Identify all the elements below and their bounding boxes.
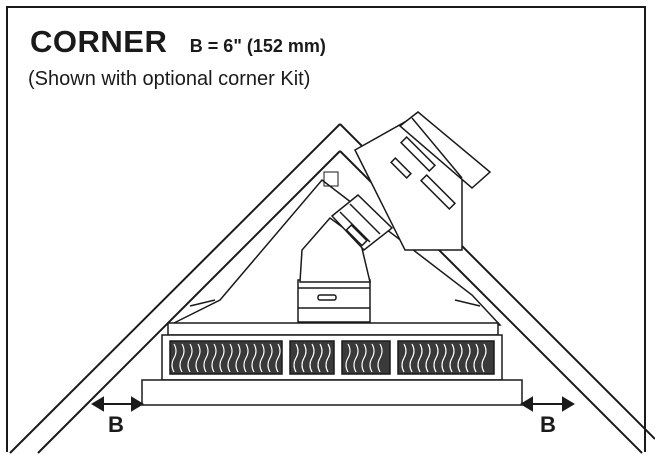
vent-pipe <box>297 193 394 323</box>
arrow-left-a <box>91 396 104 412</box>
arrow-right-b <box>562 396 575 412</box>
mantel-shelf <box>141 379 523 406</box>
title-row: CORNER B = 6" (152 mm) <box>30 24 326 60</box>
dimension-arrows <box>91 396 575 412</box>
arrow-right-a <box>520 396 533 412</box>
firebox-top-trim <box>167 322 499 336</box>
page-subtitle: (Shown with optional corner Kit) <box>28 68 311 90</box>
page-title: CORNER <box>30 24 168 59</box>
wall-inner-left <box>37 150 341 454</box>
arrow-left-b <box>131 396 144 412</box>
louver-waves <box>171 343 487 373</box>
wall-outer-left <box>9 123 341 454</box>
vent-collar <box>354 111 492 251</box>
diagram-frame <box>6 6 646 452</box>
louver-3 <box>341 340 391 375</box>
louver-1 <box>169 340 283 375</box>
firebox <box>141 322 523 406</box>
dimension-label-left: B <box>108 412 124 437</box>
louver-4 <box>397 340 495 375</box>
dimension-label-right: B <box>540 412 556 437</box>
dimension-spec: B = 6" (152 mm) <box>189 36 326 56</box>
